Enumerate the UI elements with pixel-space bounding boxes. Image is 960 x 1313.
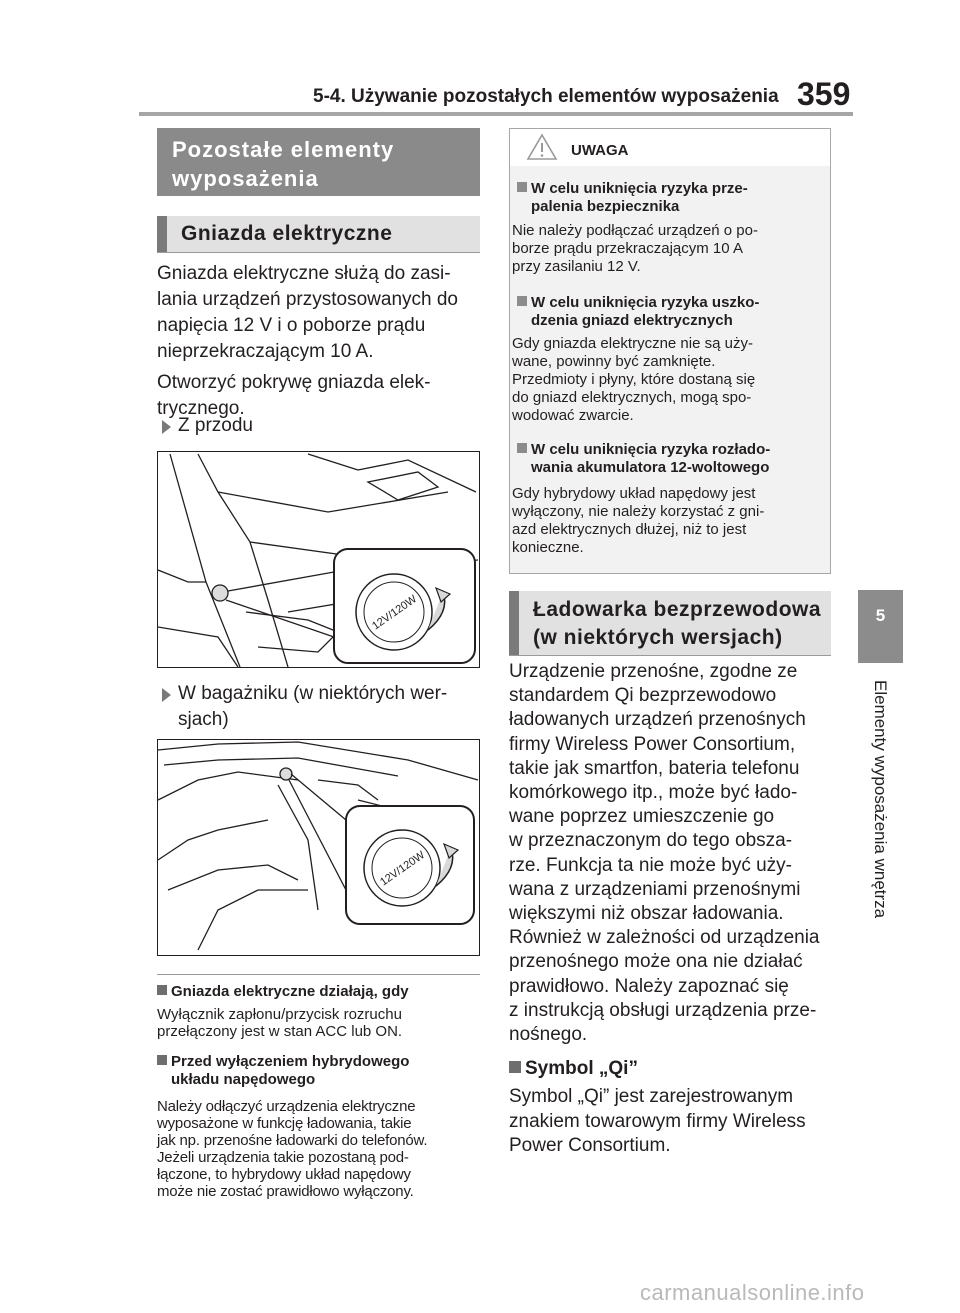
chapter-title: 5-4. Używanie pozostałych elementów wypo… xyxy=(313,86,779,107)
bullet-arrow-icon xyxy=(162,420,171,434)
subsection-underline xyxy=(157,252,480,253)
warning-triangle-icon xyxy=(526,133,558,160)
section-heading-box xyxy=(157,128,480,196)
socket-location-icon xyxy=(211,584,229,602)
front-socket-illustration: 12V/120W xyxy=(157,451,480,668)
square-bullet-icon xyxy=(517,182,527,192)
chapter-tab xyxy=(858,590,903,663)
warning-item1-title: W celu uniknięcia ryzyka prze- palenia b… xyxy=(517,180,748,216)
header-rule xyxy=(139,112,853,116)
warning-item2-text: Gdy gniazda elektryczne nie są uży- wane… xyxy=(512,335,756,424)
square-bullet-icon xyxy=(509,1061,521,1073)
warning-item1-text: Nie należy podłączać urządzeń o po- borz… xyxy=(512,222,758,275)
trunk-drawing: 12V/120W xyxy=(158,741,479,951)
symbol-paragraph: Symbol „Qi” jest zarejestrowanym znakiem… xyxy=(509,1086,806,1156)
warning-header xyxy=(510,129,830,167)
open-cover-paragraph: Otworzyć pokrywę gniazda elek- trycznego… xyxy=(157,372,431,419)
bullet-arrow-icon xyxy=(162,688,171,702)
subsection-heading-wireless: Ładowarka bezprzewodowa (w niektórych we… xyxy=(509,591,831,655)
symbol-heading: Symbol „Qi” xyxy=(509,1058,638,1080)
square-bullet-icon xyxy=(517,296,527,306)
subsection-heading-sockets: Gniazda elektryczne xyxy=(157,216,480,252)
bullet-trunk: W bagażniku (w niektórych wer- sjach) xyxy=(178,683,448,730)
note2-title: Przed wyłączeniem hybrydowego układu nap… xyxy=(157,1053,409,1089)
chapter-tab-number: 5 xyxy=(875,606,886,625)
section-heading: Pozostałe elementy wyposażenia xyxy=(172,137,395,191)
chapter-tab-label: Elementy wyposażenia wnętrza xyxy=(871,680,890,919)
square-bullet-icon xyxy=(157,985,167,995)
note2-text: Należy odłączyć urządzenia elektryczne w… xyxy=(157,1098,428,1200)
socket-cap-icon xyxy=(355,573,433,651)
front-console-drawing: 12V/120W xyxy=(158,453,479,667)
trunk-socket-illustration: 12V/120W xyxy=(157,739,480,956)
warning-item3-text: Gdy hybrydowy układ napędowy jest wyłącz… xyxy=(512,485,765,556)
page-number: 359 xyxy=(797,76,851,112)
warning-title: UWAGA xyxy=(571,142,629,159)
intro-paragraph: Gniazda elektryczne służą do zasi- lania… xyxy=(157,263,459,362)
bullet-front: Z przodu xyxy=(178,415,253,436)
warning-box xyxy=(509,128,831,574)
square-bullet-icon xyxy=(517,443,527,453)
warning-item2-title: W celu uniknięcia ryzyka uszko- dzenia g… xyxy=(517,294,759,330)
socket-location-icon xyxy=(279,767,293,781)
footer-watermark: carmanualsonline.info xyxy=(640,1280,865,1305)
warning-body xyxy=(510,166,830,573)
socket-cap-icon xyxy=(363,829,441,907)
square-bullet-icon xyxy=(157,1055,167,1065)
subsection-underline xyxy=(509,655,831,656)
wireless-paragraph: Urządzenie przenośne, zgodne ze standard… xyxy=(509,661,820,1046)
warning-item3-title: W celu uniknięcia ryzyka rozłado- wania … xyxy=(517,441,770,477)
notes-divider xyxy=(157,974,480,975)
note1-text: Wyłącznik zapłonu/przycisk rozruchu prze… xyxy=(157,1006,403,1040)
chapter-tab-label-wrap: Elementy wyposażenia wnętrza xyxy=(832,680,928,940)
note1-title: Gniazda elektryczne działają, gdy xyxy=(157,983,409,1001)
